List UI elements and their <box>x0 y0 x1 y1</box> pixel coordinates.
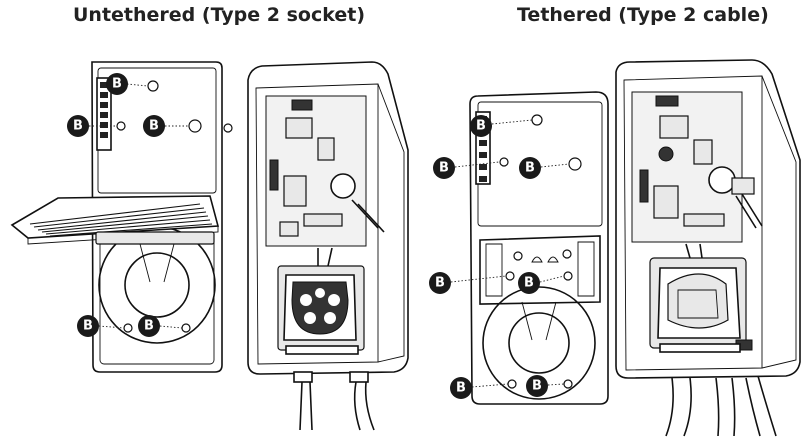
marker-b-left-2-label: B <box>73 119 83 134</box>
tethered-enclosure <box>615 59 801 437</box>
marker-b-right-3: B <box>519 157 541 179</box>
tethered-title: Tethered (Type 2 cable) <box>517 4 769 26</box>
marker-b-right-7: B <box>526 375 548 397</box>
marker-b-left-4-label: B <box>83 319 93 334</box>
marker-b-left-4: B <box>77 315 99 337</box>
marker-b-right-6-label: B <box>456 381 466 396</box>
marker-b-right-2: B <box>433 157 455 179</box>
marker-b-left-5-label: B <box>144 319 154 334</box>
marker-b-right-3-label: B <box>525 161 535 176</box>
marker-b-right-1: B <box>470 115 492 137</box>
leader-lines <box>89 83 570 388</box>
marker-b-left-1-label: B <box>112 77 122 92</box>
marker-b-left-1: B <box>106 73 128 95</box>
marker-b-left-2: B <box>67 115 89 137</box>
marker-b-right-6: B <box>450 377 472 399</box>
marker-b-right-5: B <box>518 272 540 294</box>
marker-b-left-3-label: B <box>149 119 159 134</box>
marker-b-right-1-label: B <box>476 119 486 134</box>
marker-b-right-5-label: B <box>524 276 534 291</box>
marker-b-left-3: B <box>143 115 165 137</box>
marker-b-left-5: B <box>138 315 160 337</box>
marker-b-right-4: B <box>429 272 451 294</box>
tethered-backplate <box>469 91 609 405</box>
marker-b-right-7-label: B <box>532 379 542 394</box>
hinged-cover <box>10 195 220 245</box>
marker-b-right-4-label: B <box>435 276 445 291</box>
untethered-enclosure <box>247 61 409 431</box>
marker-b-right-2-label: B <box>439 161 449 176</box>
untethered-title: Untethered (Type 2 socket) <box>73 4 366 26</box>
